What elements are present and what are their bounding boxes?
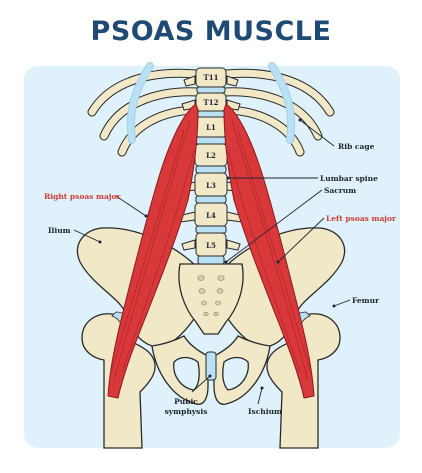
psoas-fibers-left [227, 119, 311, 381]
vertebra-l4 [194, 202, 228, 227]
vertebra-l3 [194, 172, 228, 197]
vertebra-label-l4: L4 [206, 211, 216, 220]
ischium-left [213, 335, 271, 405]
psoas-major-left [223, 103, 315, 399]
leader-lines [73, 119, 351, 405]
annotation-labels: Rib cage Lumbar spine Sacrum Right psoas… [44, 142, 397, 416]
vertebra-label-t12: T12 [204, 98, 219, 107]
label-right-psoas-major: Right psoas major [44, 192, 122, 201]
vertebra-label-l1: L1 [206, 123, 216, 132]
label-ischium: Ischium [248, 407, 282, 416]
vertebra-label-l5: L5 [206, 241, 216, 250]
page-title: PSOAS MUSCLE [90, 16, 332, 47]
label-ilium: Ilium [48, 226, 71, 235]
psoas-major-right [107, 103, 199, 399]
ischium-right [151, 335, 209, 405]
vertebra-labels: T11 T12 L1 L2 L3 L4 L5 [204, 73, 219, 250]
label-left-psoas-major: Left psoas major [326, 214, 397, 223]
sacrum [178, 263, 244, 335]
vertebra-label-t11: T11 [204, 73, 219, 82]
vertebra-t12 [195, 92, 227, 112]
label-sacrum: Sacrum [324, 186, 356, 195]
label-pubic-symphysis-line2: symphysis [165, 407, 208, 416]
label-lumbar-spine: Lumbar spine [320, 174, 378, 183]
vertebra-t11 [195, 67, 227, 88]
lumbar-spine [175, 67, 247, 265]
vertebra-label-l2: L2 [206, 151, 216, 160]
psoas-muscles [107, 103, 315, 399]
psoas-fibers-right [111, 119, 195, 381]
label-rib-cage: Rib cage [338, 142, 375, 151]
vertebra-l5 [195, 232, 227, 257]
leader-dots [98, 118, 336, 390]
pubic-symphysis [205, 351, 217, 381]
rib-cage [87, 62, 335, 157]
label-femur: Femur [352, 296, 380, 305]
vertebra-label-l3: L3 [206, 181, 216, 190]
label-pubic-symphysis-line1: Pubic [174, 397, 198, 406]
